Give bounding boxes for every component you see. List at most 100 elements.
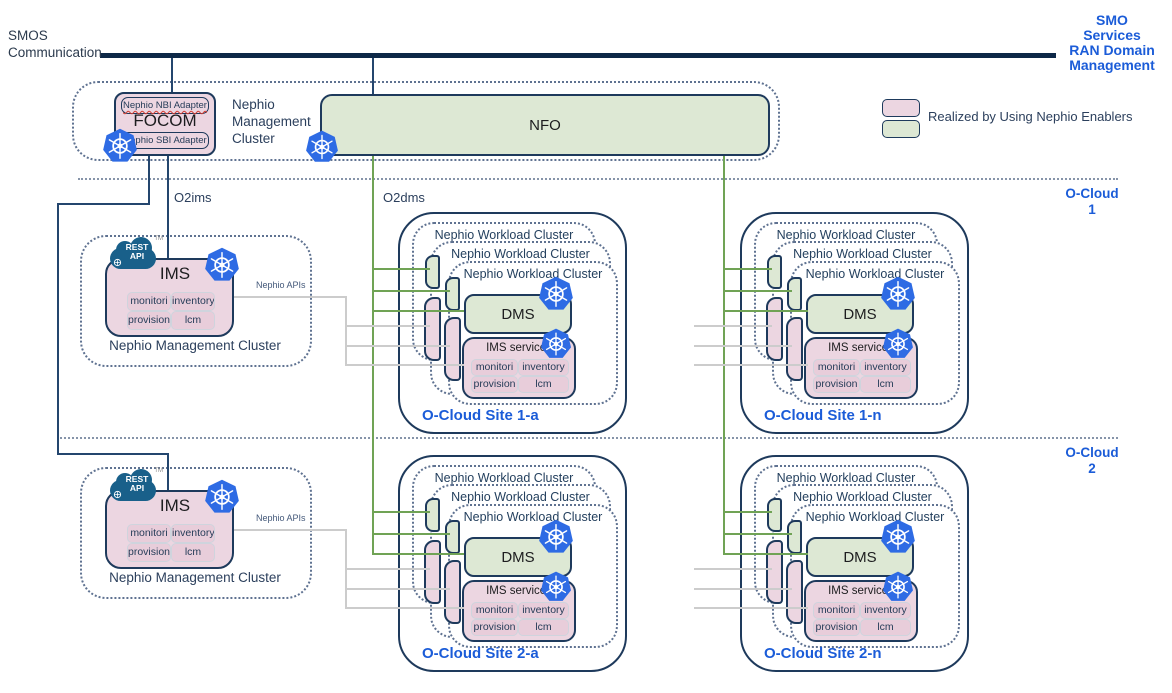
connector-line [372,310,464,312]
ims-services-tab [766,540,783,604]
smo-line: RAN Domain [1069,42,1155,58]
o-cloud-number: 2 [1088,461,1096,476]
service-box: provision [813,619,860,636]
connector-line [723,268,772,270]
legend-pink-swatch [882,99,920,117]
nbi-adapter-label: Nephio NBI Adapter [123,100,207,111]
o-cloud-2-label: O-Cloud 2 [1062,445,1122,477]
ims-services-title: IMS services [486,342,552,354]
nephio-apis-line [230,529,345,531]
kubernetes-icon [305,130,339,164]
service-box: inventory [860,602,911,619]
smos-line2: Communication [8,45,102,60]
workload-cluster-label: Nephio Workload Cluster [451,490,590,504]
workload-cluster-label: Nephio Workload Cluster [434,228,574,242]
ims-title: IMS [159,496,191,515]
connector-line [723,511,772,513]
ims-services-tab [444,560,461,624]
smos-communication-label: SMOS Communication [8,27,102,61]
site-label: O-Cloud Site 2-a [422,645,539,662]
kubernetes-icon [102,128,138,164]
nephio-apis-line [230,296,345,298]
connector-line [694,568,772,570]
workload-cluster-label: Nephio Workload Cluster [434,471,574,485]
service-box: provision [813,376,860,393]
dms-tab [445,277,460,311]
connector-line [694,345,792,347]
o-cloud-site-1n: Nephio Workload Cluster Nephio Workload … [740,212,969,434]
ims-box: IMS monitori inventory provision lcm [105,258,234,337]
connector-line [723,310,808,312]
o-cloud-name: O-Cloud [1065,445,1119,460]
smo-services-label: SMO Services RAN Domain Management [1056,13,1168,73]
o2dms-connector-line [372,152,374,553]
nephio-apis-label: Nephio APIs [256,280,306,290]
dms-title: DMS [501,305,535,323]
connector-line [723,290,792,292]
wheel-icon [113,486,122,499]
o2dms-label: O2dms [383,190,425,205]
service-box: inventory [860,359,911,376]
workload-cluster-label: Nephio Workload Cluster [463,267,603,281]
dms-tab [425,255,440,289]
o2dms-connector-line [723,152,725,553]
nephio-nbi-adapter-box: Nephio NBI Adapter [121,97,209,114]
o-cloud-1-separator [78,178,1118,180]
connector-line [345,588,450,590]
trademark-label: TM [154,236,163,242]
connector-line [148,151,150,203]
wheel-icon [113,254,122,267]
ims-services-title: IMS services [828,342,894,354]
service-box: provision [127,311,171,330]
service-box: lcm [171,311,215,330]
ims-services-tab [424,540,441,604]
o2ims-label: O2ims [174,190,212,205]
sbi-adapter-label: Nephio SBI Adapter [123,135,207,146]
dms-tab [445,520,460,554]
dms-title: DMS [843,548,877,566]
ims-services-tab [444,317,461,381]
o-cloud-1-label: O-Cloud 1 [1062,186,1122,218]
focom-title: FOCOM [133,111,197,130]
cloud-shape [130,237,152,259]
connector-line [171,58,173,93]
workload-cluster-label: Nephio Workload Cluster [793,490,932,504]
kubernetes-icon [204,247,240,283]
nfo-box: NFO [320,94,770,156]
service-box: provision [471,619,518,636]
dms-tab [787,277,802,311]
dms-title: DMS [501,548,535,566]
connector-line [57,203,59,453]
kubernetes-icon [882,328,914,360]
service-box: monitori [471,602,518,619]
dms-tab [787,520,802,554]
connector-line [372,290,450,292]
service-box: monitori [127,524,171,543]
workload-cluster-label: Nephio Workload Cluster [776,471,916,485]
service-box: monitori [813,359,860,376]
connector-line [723,553,808,555]
dms-box: DMS [464,537,572,577]
connector-line [345,364,464,366]
site-label: O-Cloud Site 1-a [422,407,539,424]
smo-line: Services [1083,27,1141,43]
workload-cluster-label: Nephio Workload Cluster [776,228,916,242]
o-cloud-name: O-Cloud [1065,186,1119,201]
legend-green-swatch [882,120,920,138]
kubernetes-icon [880,276,916,312]
connector-line [372,58,374,95]
o-cloud-site-2a: Nephio Workload Cluster Nephio Workload … [398,455,627,672]
o-cloud-2-separator [60,437,1118,439]
connector-line [723,533,792,535]
dms-tab [425,498,440,532]
cloud-shape [116,473,134,491]
management-cluster-label: Nephio Management Cluster [232,97,311,146]
nfo-title: NFO [529,116,561,134]
kubernetes-icon [204,479,240,515]
kubernetes-icon [538,519,574,555]
dms-title: DMS [843,305,877,323]
ims-management-cluster-box [80,467,312,599]
connector-line [694,607,808,609]
connector-line [694,588,792,590]
